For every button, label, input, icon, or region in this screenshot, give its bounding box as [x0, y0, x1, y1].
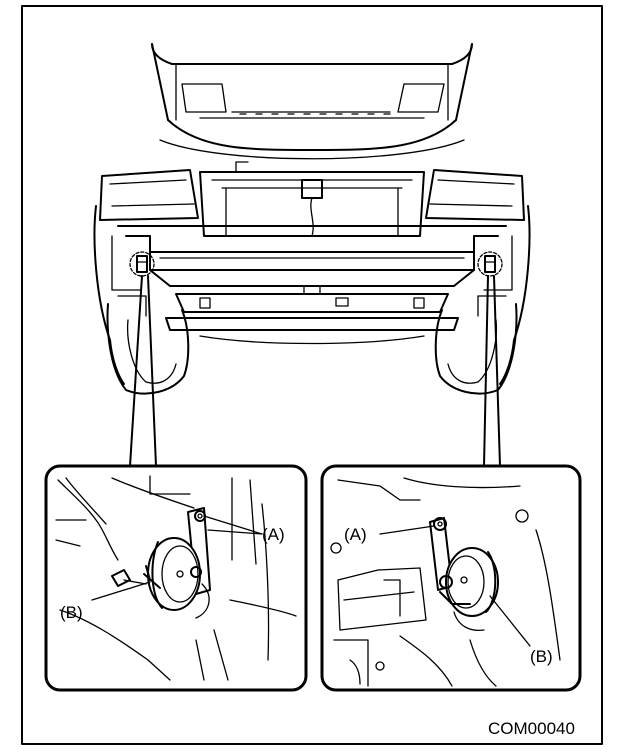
- right-horn-marker: [477, 251, 503, 277]
- left-callout-b: (B): [60, 603, 83, 622]
- right-callout-b: (B): [530, 647, 553, 666]
- left-horn-detail: (A) (B): [44, 464, 308, 692]
- left-horn-marker: [129, 251, 155, 277]
- vehicle-front-view: [93, 43, 531, 395]
- callout-leaders: [129, 275, 501, 467]
- right-horn-detail: (A) (B): [320, 464, 582, 692]
- figure-frame: [21, 5, 603, 745]
- left-callout-a: (A): [262, 525, 285, 544]
- figure-code: COM00040: [488, 719, 575, 738]
- right-callout-a: (A): [344, 525, 367, 544]
